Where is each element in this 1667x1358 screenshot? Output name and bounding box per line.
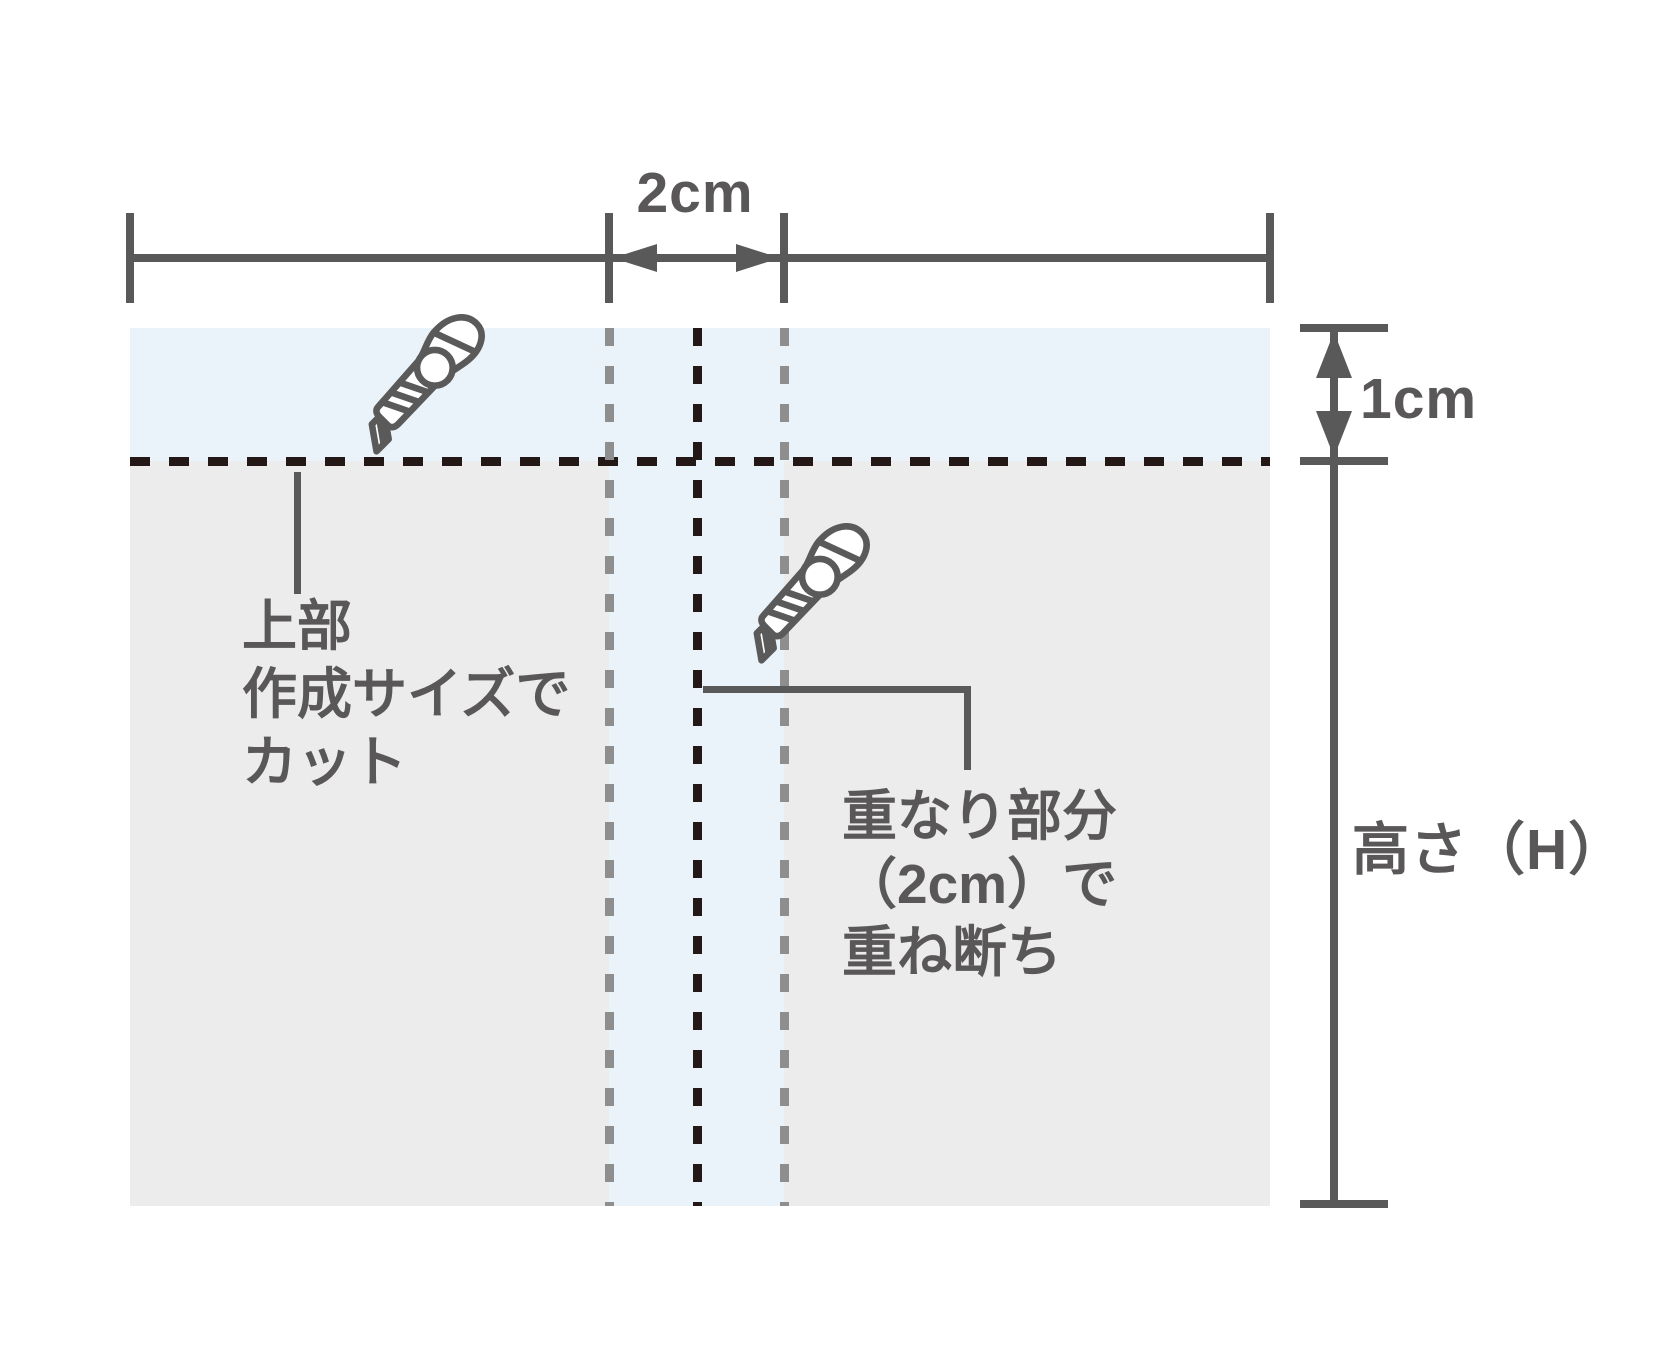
height-dimension-line (1330, 461, 1338, 1206)
utility-knife-icon (711, 495, 883, 667)
dimension-tick (126, 213, 134, 303)
dimension-tick (1300, 1200, 1388, 1208)
dimension-tick (780, 213, 788, 303)
top-margin-label: 1cm (1360, 367, 1478, 431)
top-dimension-line (130, 254, 1270, 262)
one-cm-dimension-line (1330, 330, 1338, 460)
overlap-cut-annotation: 重なり部分 （2cm）で 重ね断ち (842, 782, 1117, 986)
annotation-line: 重なり部分 (842, 785, 1118, 847)
annotation-line: （2cm）で (842, 853, 1118, 915)
left-arrowhead-icon (613, 244, 657, 272)
utility-knife-icon (326, 286, 498, 458)
annotation-line: 上部 (242, 595, 353, 657)
overlap-cut-leader-line (703, 686, 971, 693)
right-guide-dashed-line (780, 328, 789, 1206)
dimension-tick (1266, 213, 1274, 303)
overlap-width-label: 2cm (636, 161, 754, 225)
annotation-line: 作成サイズで (242, 663, 571, 725)
overlap-cut-leader-line (964, 686, 971, 770)
annotation-line: カット (242, 731, 408, 793)
left-guide-dashed-line (605, 328, 614, 1206)
top-cut-leader-line (294, 472, 301, 594)
right-arrowhead-icon (736, 244, 780, 272)
height-label: 高さ（H） (1352, 818, 1627, 882)
up-arrowhead-icon (1316, 332, 1352, 378)
dimension-tick (605, 213, 613, 303)
top-cut-annotation: 上部 作成サイズで カット (242, 592, 570, 796)
annotation-line: 重ね断ち (842, 921, 1063, 983)
dimension-tick (1300, 457, 1388, 465)
dimension-tick (1300, 324, 1388, 332)
center-cut-dashed-line (693, 328, 702, 1206)
down-arrowhead-icon (1316, 411, 1352, 457)
